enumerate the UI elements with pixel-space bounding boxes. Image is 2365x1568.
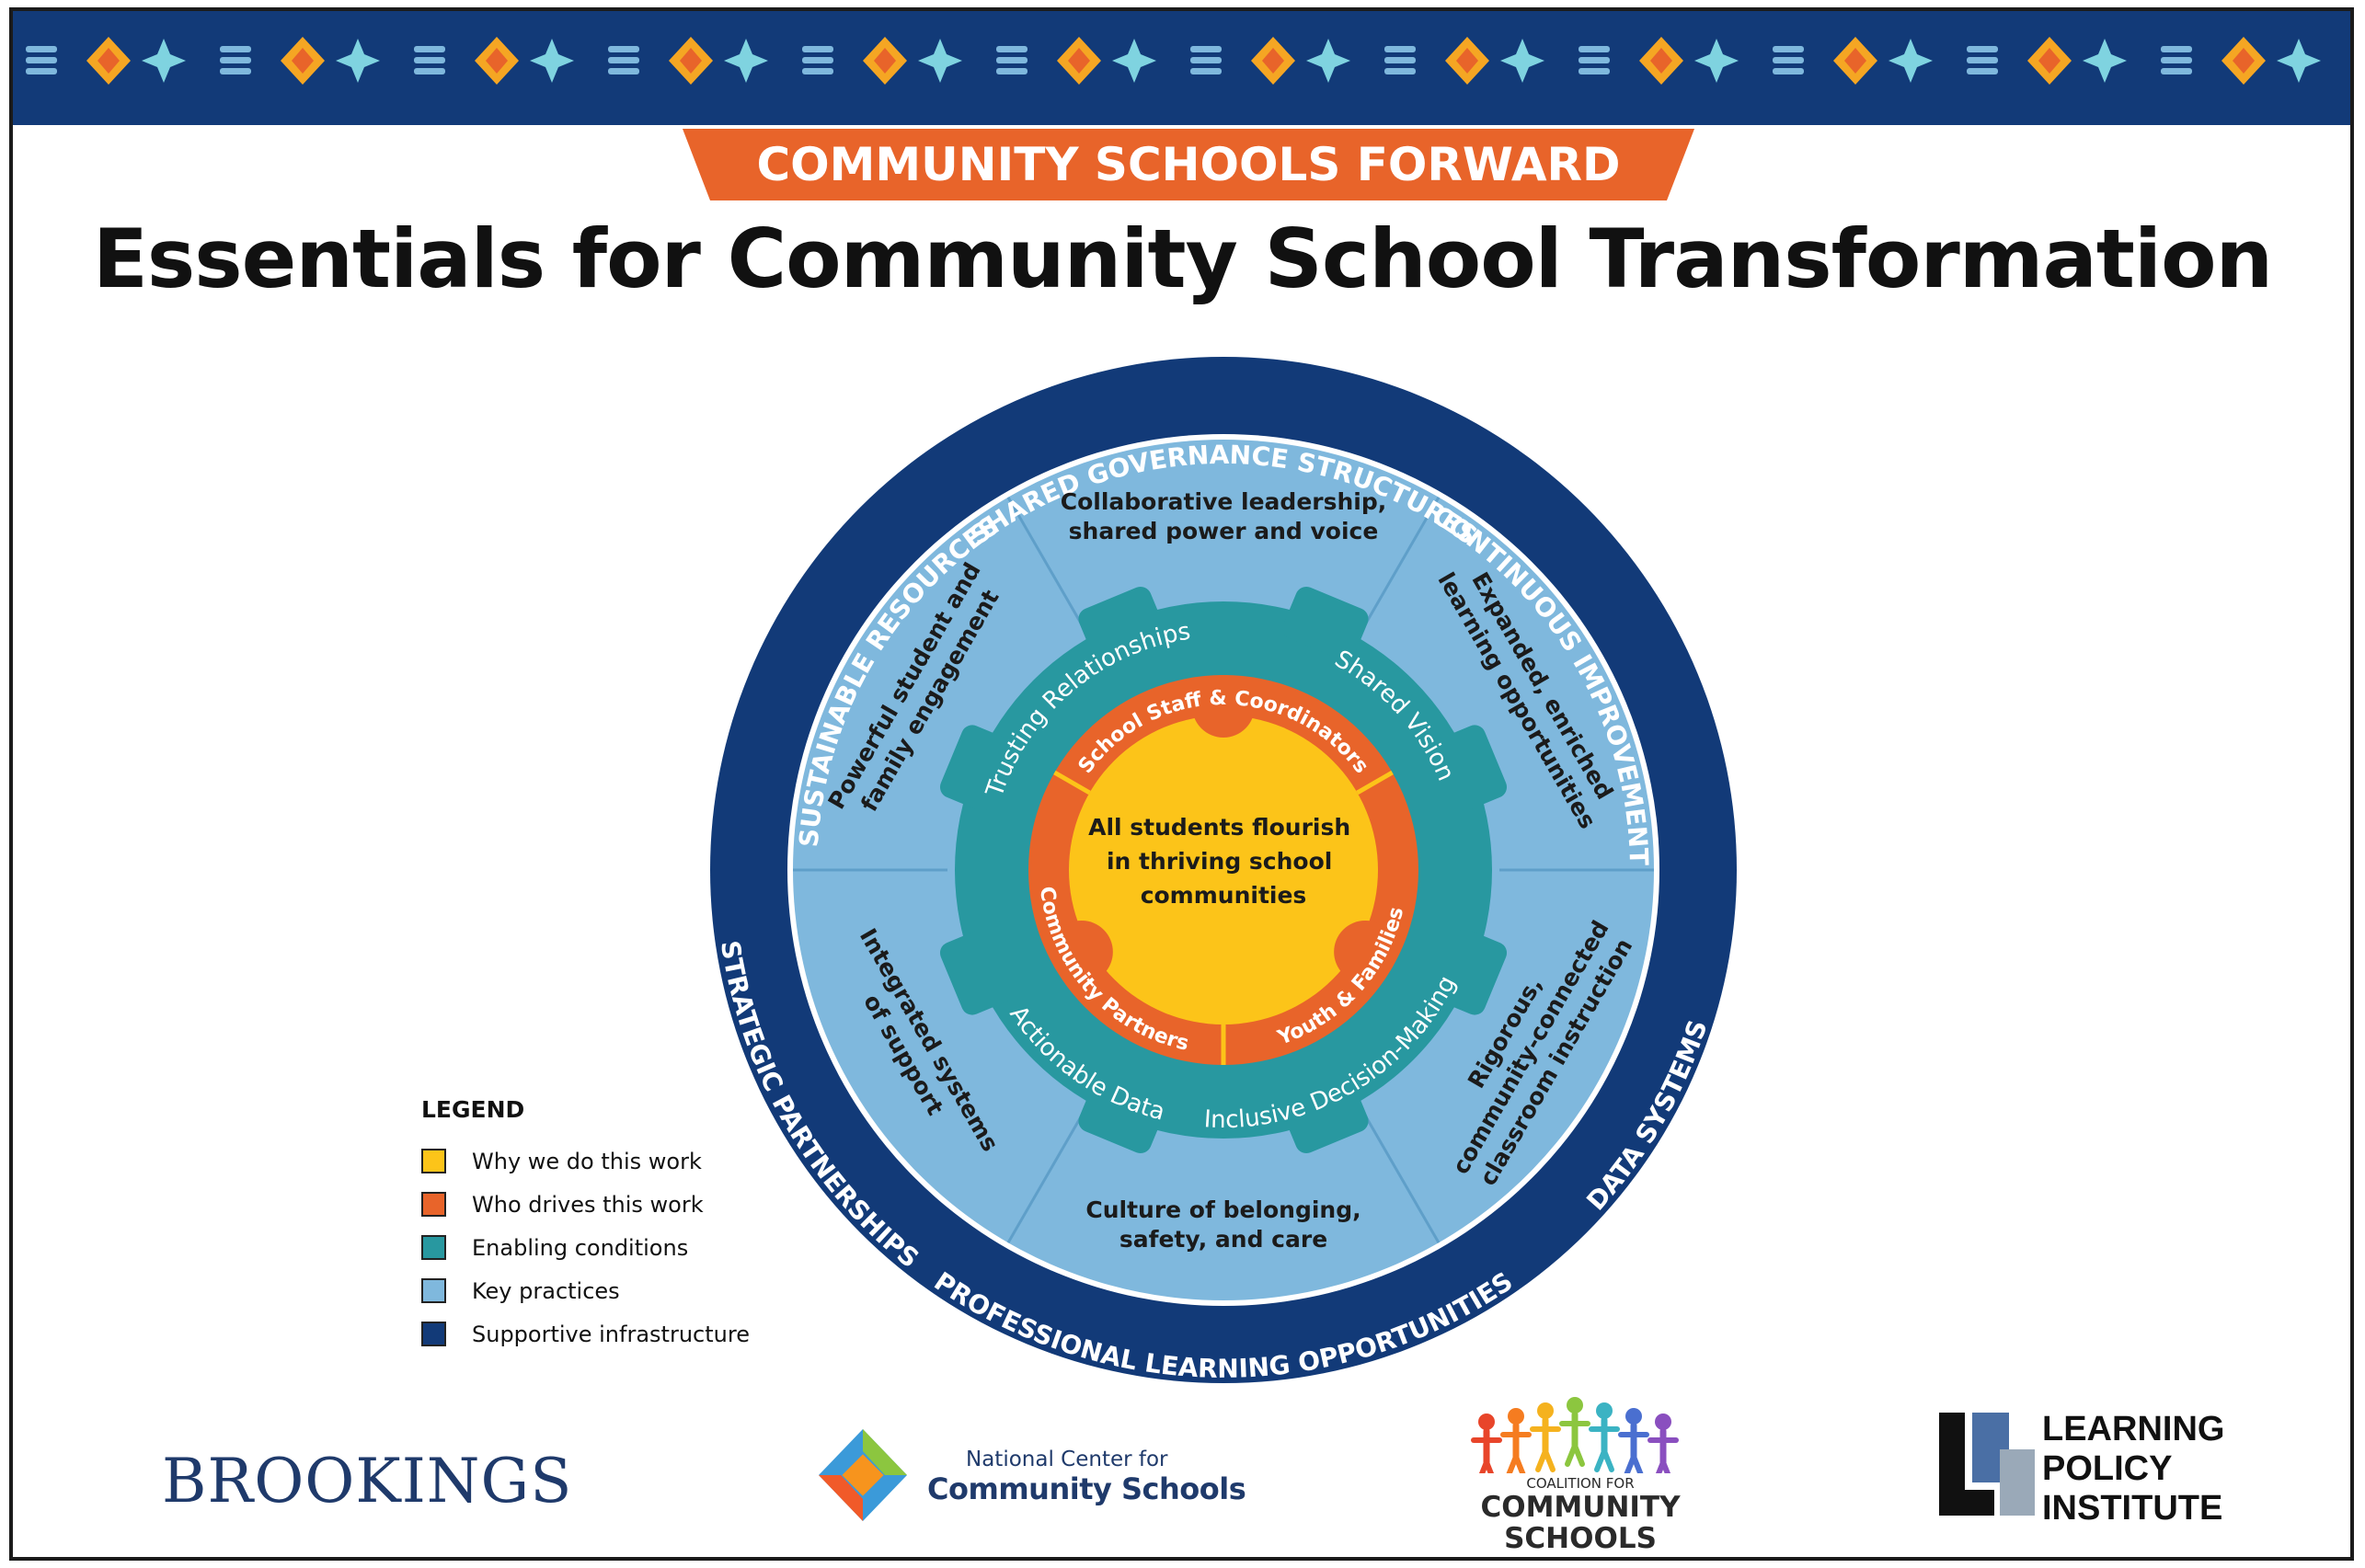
program-ribbon: COMMUNITY SCHOOLS FORWARD	[683, 129, 1694, 200]
legend-item: Supportive infrastructure	[421, 1312, 808, 1356]
legend-label: Supportive infrastructure	[472, 1321, 750, 1347]
brookings-logo: BROOKINGS	[162, 1446, 573, 1516]
legend-label: Who drives this work	[472, 1191, 704, 1218]
lpi-line3: INSTITUTE	[2042, 1489, 2223, 1528]
legend-item: Why we do this work	[421, 1139, 808, 1183]
legend-item: Enabling conditions	[421, 1226, 808, 1269]
ccs-logo-text: COALITION FOR COMMUNITY SCHOOLS	[1461, 1475, 1700, 1554]
legend-swatch	[421, 1149, 446, 1173]
ncc-line1: National Center for	[966, 1448, 1168, 1471]
legend: LEGEND Why we do this work Who drives th…	[421, 1096, 808, 1356]
page-border	[9, 7, 2354, 1561]
lpi-logo-mark	[1939, 1413, 2035, 1516]
key-practice-label: Culture of belonging,safety, and care	[1085, 1196, 1360, 1253]
legend-label: Why we do this work	[472, 1148, 702, 1174]
ccs-line2: COMMUNITY	[1480, 1491, 1681, 1524]
legend-label: Key practices	[472, 1277, 620, 1304]
legend-swatch	[421, 1278, 446, 1303]
legend-swatch	[421, 1235, 446, 1260]
page-title: Essentials for Community School Transfor…	[92, 212, 2273, 306]
ccs-people-icon	[1471, 1397, 1679, 1473]
key-practice-label: Collaborative leadership,shared power an…	[1061, 488, 1387, 544]
program-name: COMMUNITY SCHOOLS FORWARD	[756, 138, 1620, 191]
legend-swatch	[421, 1192, 446, 1217]
ccs-line3: SCHOOLS	[1504, 1522, 1657, 1555]
patterned-banner	[9, 7, 2354, 125]
legend-item: Who drives this work	[421, 1183, 808, 1226]
lpi-logo-text: LEARNING POLICY INSTITUTE	[2042, 1410, 2224, 1528]
ncc-line2: Community Schools	[927, 1471, 1246, 1506]
center-circle	[1069, 715, 1378, 1024]
lpi-line2: POLICY	[2042, 1449, 2173, 1488]
center-text: All students flourish in thriving school…	[1088, 814, 1359, 909]
ncc-logo-mark	[819, 1429, 907, 1521]
lpi-line1: LEARNING	[2042, 1410, 2225, 1448]
legend-swatch	[421, 1322, 446, 1346]
legend-title: LEGEND	[421, 1096, 525, 1123]
legend-label: Enabling conditions	[472, 1234, 689, 1261]
ncc-logo-text: National Center for Community Schools	[927, 1448, 1246, 1506]
ccs-line1: COALITION FOR	[1526, 1475, 1635, 1492]
legend-item: Key practices	[421, 1269, 808, 1312]
